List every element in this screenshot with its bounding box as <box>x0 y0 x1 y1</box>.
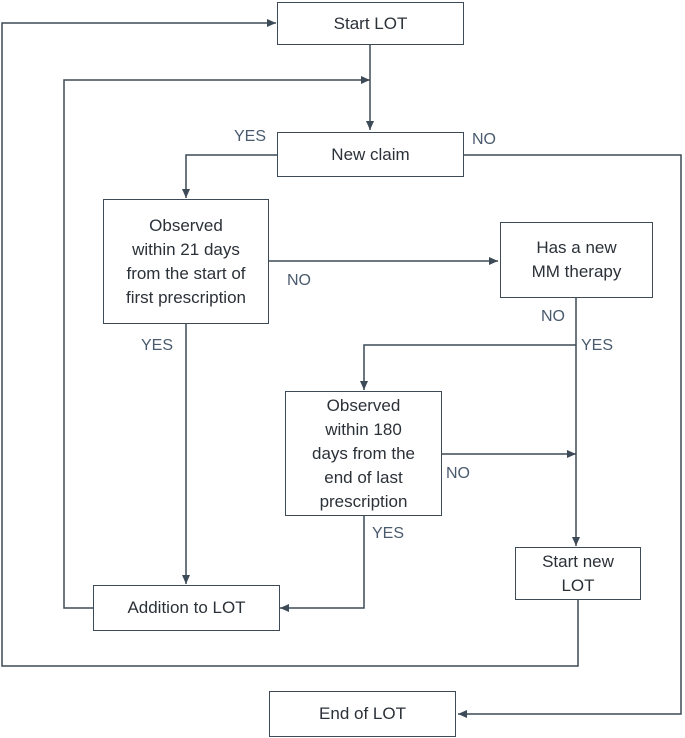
label-claim-no: NO <box>472 131 496 148</box>
label-obs21-no: NO <box>287 272 311 289</box>
edge-start-new-loop-to-start <box>1 19 579 667</box>
edge-obs180-yes-to-addition <box>280 516 365 612</box>
label-obs21-yes: YES <box>141 337 174 354</box>
label-mm-no: NO <box>541 308 565 325</box>
edge-mm-no-to-obs180 <box>360 344 576 390</box>
end-of-lot-box: End of LOT <box>269 691 456 737</box>
has-new-mm-therapy-box: Has a new MM therapy <box>500 222 653 298</box>
label-claim-yes: YES <box>234 128 267 145</box>
observed-180-days-box: Observed within 180 days from the end of… <box>285 391 442 516</box>
start-lot-box: Start LOT <box>277 2 464 45</box>
label-mm-yes: YES <box>581 337 614 354</box>
addition-to-lot-box: Addition to LOT <box>93 585 280 631</box>
edge-claim-yes-to-obs21 <box>182 154 277 198</box>
label-obs180-yes: YES <box>372 525 405 542</box>
start-new-lot-box: Start new LOT <box>515 547 641 600</box>
edge-claim-no-to-end <box>458 154 682 718</box>
label-obs180-no: NO <box>446 465 470 482</box>
edge-addition-loop-to-claim <box>63 76 370 609</box>
new-claim-box: New claim <box>277 132 464 177</box>
observed-21-days-box: Observed within 21 days from the start o… <box>103 199 269 324</box>
